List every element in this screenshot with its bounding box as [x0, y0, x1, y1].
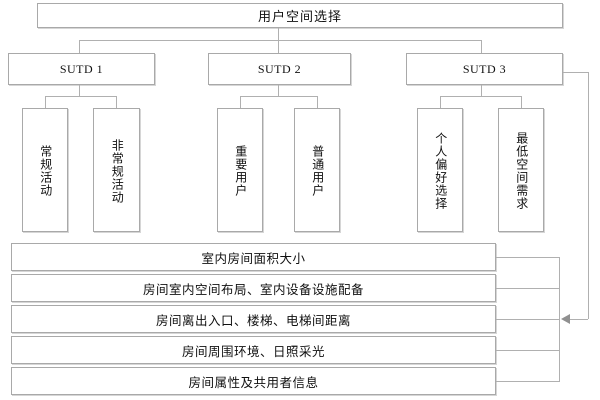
attribute-bar-surroundings-daylight: 房间周围环境、日照采光	[11, 336, 496, 364]
attribute-bar-room-area: 室内房间面积大小	[11, 243, 496, 271]
arrow-left-icon	[561, 314, 570, 324]
connector-sutd2-bus	[240, 96, 317, 97]
connector-bar5-stub	[496, 381, 559, 382]
node-sutd-3: SUTD 3	[406, 53, 563, 85]
attribute-bar-room-attributes: 房间属性及共用者信息	[11, 367, 496, 395]
connector-root-stem	[278, 28, 279, 40]
node-sutd-1-label: SUTD 1	[59, 61, 104, 76]
node-routine-activity: 常规活动	[22, 108, 68, 232]
attribute-bar-room-area-label: 室内房间面积大小	[201, 250, 306, 266]
node-sutd-3-label: SUTD 3	[462, 61, 507, 76]
node-non-routine-activity-label: 非常规活动	[110, 138, 125, 204]
connector-root-bus	[79, 40, 481, 41]
connector-sutd2-stem	[278, 85, 279, 96]
node-ordinary-user-label: 普通用户	[310, 145, 325, 197]
connector-sutd2-to-child2	[317, 96, 318, 108]
attribute-bar-distance-to-exit: 房间离出入口、楼梯、电梯间距离	[11, 305, 496, 333]
connector-sutd1-to-child1	[45, 96, 46, 108]
connector-sutd3-into-bars	[570, 319, 588, 320]
node-personal-preference-label: 个人偏好选择	[433, 132, 448, 210]
node-sutd-1: SUTD 1	[8, 53, 155, 85]
connector-sutd1-bus	[45, 96, 116, 97]
attribute-bar-distance-to-exit-label: 房间离出入口、楼梯、电梯间距离	[155, 312, 351, 328]
node-personal-preference: 个人偏好选择	[417, 108, 463, 232]
connector-bar3-stub	[496, 319, 559, 320]
connector-bar4-stub	[496, 350, 559, 351]
node-non-routine-activity: 非常规活动	[93, 108, 140, 232]
attribute-bar-interior-layout-label: 房间室内空间布局、室内设备设施配备	[142, 281, 364, 297]
attribute-bar-surroundings-daylight-label: 房间周围环境、日照采光	[181, 343, 325, 359]
node-important-user: 重要用户	[217, 108, 263, 232]
node-important-user-label: 重要用户	[233, 145, 248, 197]
connector-sutd3-stem	[481, 85, 482, 96]
connector-root-to-sutd1	[79, 40, 80, 53]
connector-root-to-sutd3	[481, 40, 482, 53]
node-routine-activity-label: 常规活动	[38, 145, 53, 197]
connector-sutd1-to-child2	[116, 96, 117, 108]
connector-sutd3-right-down	[588, 72, 589, 319]
connector-sutd3-to-child2	[521, 96, 522, 108]
root-node-label: 用户空间选择	[257, 9, 342, 24]
connector-sutd1-stem	[79, 85, 80, 96]
node-sutd-2: SUTD 2	[208, 53, 351, 85]
connector-bars-vertical-bus	[559, 257, 560, 382]
attribute-bar-interior-layout: 房间室内空间布局、室内设备设施配备	[11, 274, 496, 302]
connector-sutd3-bus	[440, 96, 521, 97]
connector-sutd2-to-child1	[240, 96, 241, 108]
connector-bar1-stub	[496, 257, 559, 258]
connector-bar2-stub	[496, 288, 559, 289]
connector-sutd3-right-exit	[563, 72, 589, 73]
node-ordinary-user: 普通用户	[294, 108, 340, 232]
node-minimum-space-requirement: 最低空间需求	[498, 108, 544, 232]
connector-sutd3-to-child1	[440, 96, 441, 108]
connector-root-to-sutd2	[278, 40, 279, 53]
node-minimum-space-requirement-label: 最低空间需求	[514, 132, 529, 210]
node-sutd-2-label: SUTD 2	[257, 61, 302, 76]
root-node-user-space-selection: 用户空间选择	[37, 3, 563, 28]
attribute-bar-room-attributes-label: 房间属性及共用者信息	[188, 374, 319, 390]
